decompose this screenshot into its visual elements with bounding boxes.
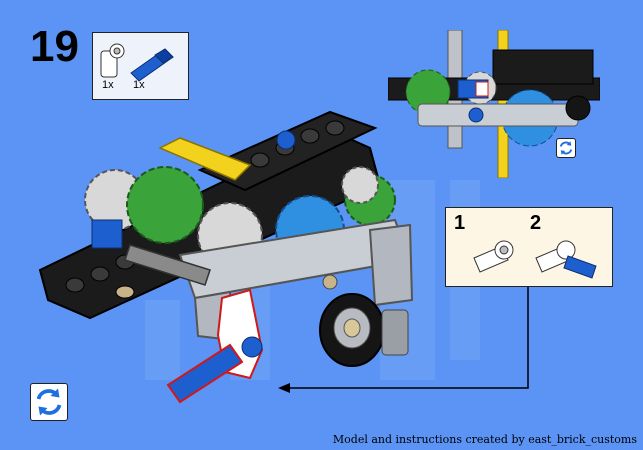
parts-list-art xyxy=(100,43,174,82)
parts-list: 1x 1x xyxy=(92,32,189,100)
blue-pin-icon xyxy=(130,48,174,82)
connector-icon xyxy=(100,43,125,78)
gray-frame xyxy=(124,218,414,342)
rotate-view-button[interactable] xyxy=(30,383,68,421)
callout-arrow xyxy=(278,286,529,393)
assembled-view-art xyxy=(387,29,601,179)
sub-step-callout: 1 2 xyxy=(445,207,613,287)
rotate-view-button-small[interactable] xyxy=(556,138,576,158)
credit-text: Model and instructions created by east_b… xyxy=(332,433,637,446)
connector-icon xyxy=(473,240,514,273)
sub-step-number-1: 1 xyxy=(454,212,466,234)
wheel xyxy=(319,293,409,367)
sub-step-art xyxy=(473,240,597,279)
rotate-icon xyxy=(559,141,573,155)
connector-with-pin-icon xyxy=(535,240,597,279)
yellow-axle xyxy=(158,137,252,181)
rotate-icon xyxy=(36,388,62,416)
assembled-view-callout xyxy=(387,29,601,179)
sub-step-number-2: 2 xyxy=(530,212,542,234)
part-qty-connector: 1x xyxy=(102,79,114,91)
step-number: 19 xyxy=(30,22,79,71)
part-qty-pin: 1x xyxy=(133,79,145,91)
new-parts-highlight xyxy=(166,288,264,404)
